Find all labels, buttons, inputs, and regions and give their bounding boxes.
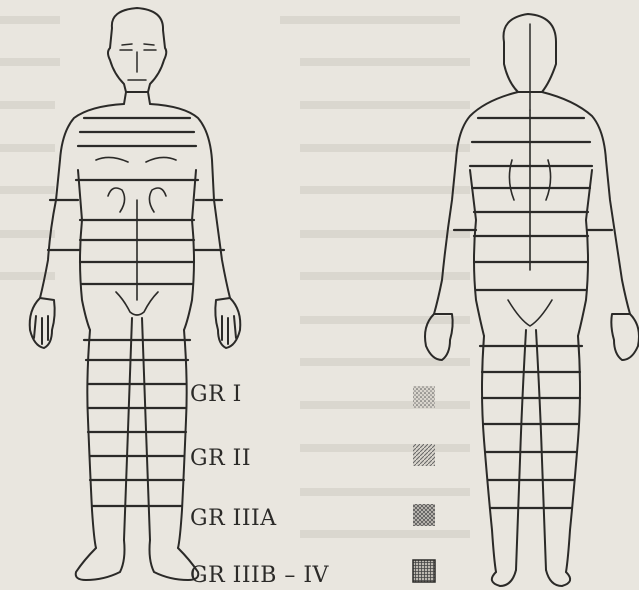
legend-swatch-gr-iiia [413,504,435,526]
legend-swatch-gr-ii [413,444,435,466]
legend-swatch-gr-i [413,386,435,408]
legend-swatch-gr-iiib-iv [413,560,435,582]
